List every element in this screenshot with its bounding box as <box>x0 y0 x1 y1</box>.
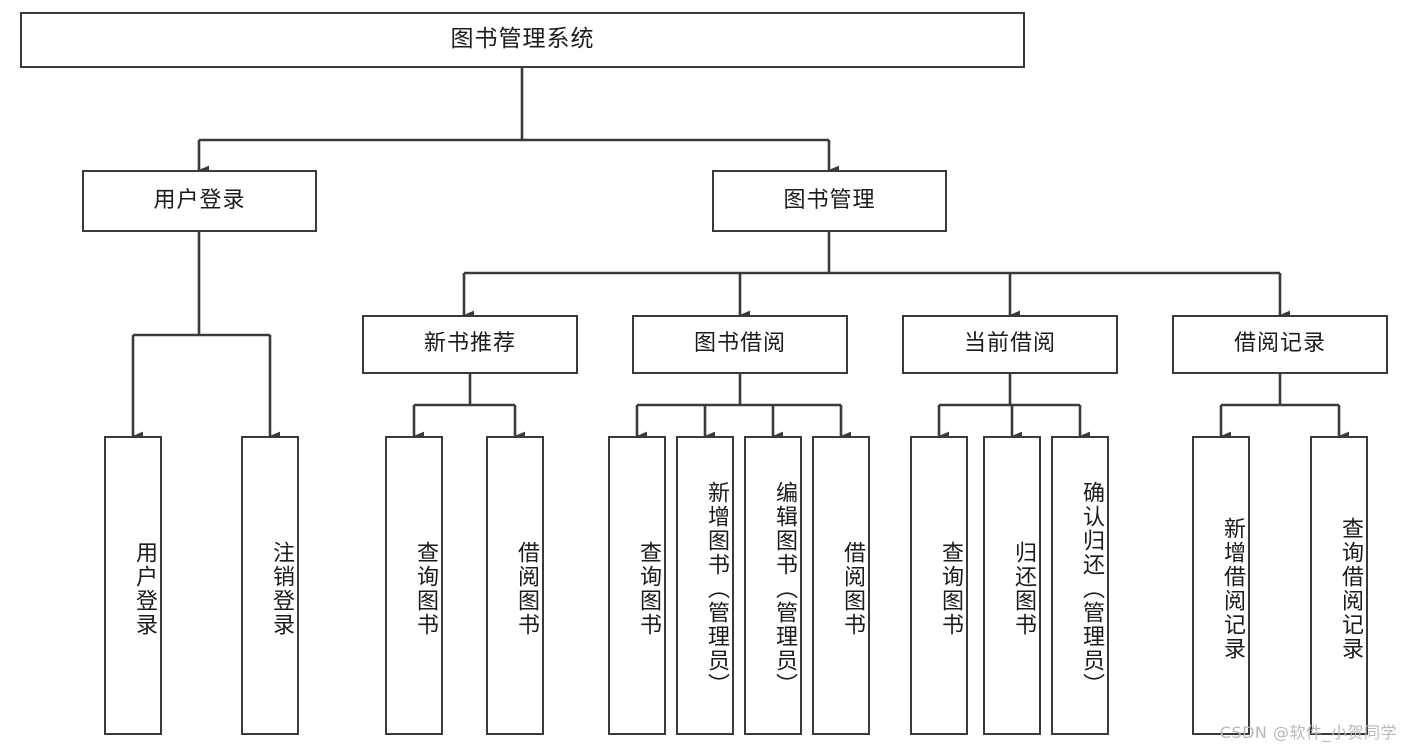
node-leaf-logout-login[interactable]: 注销登录 <box>241 436 299 735</box>
node-leaf-query-borrow-record[interactable]: 查询借阅记录 <box>1310 436 1368 735</box>
node-leaf-logout-login-label: 注销登录 <box>269 540 294 637</box>
node-leaf-query-book-2-label: 查询图书 <box>636 540 661 637</box>
node-book-borrow-label: 图书借阅 <box>693 331 786 357</box>
node-leaf-query-book-1-label: 查询图书 <box>413 540 438 637</box>
node-current-borrow-label: 当前借阅 <box>963 331 1056 357</box>
node-root-label: 图书管理系统 <box>450 26 595 53</box>
node-leaf-confirm-return[interactable]: 确认归还（管理员） <box>1051 436 1109 735</box>
node-leaf-return-book[interactable]: 归还图书 <box>983 436 1041 735</box>
node-leaf-borrow-book-1-label: 借阅图书 <box>514 540 539 637</box>
node-leaf-return-book-label: 归还图书 <box>1011 540 1036 637</box>
node-leaf-user-login[interactable]: 用户登录 <box>104 436 162 735</box>
node-root[interactable]: 图书管理系统 <box>20 12 1025 68</box>
node-leaf-add-book[interactable]: 新增图书（管理员） <box>676 436 734 735</box>
node-leaf-query-book-2[interactable]: 查询图书 <box>608 436 666 735</box>
node-leaf-borrow-book-1[interactable]: 借阅图书 <box>486 436 544 735</box>
node-leaf-add-borrow-record[interactable]: 新增借阅记录 <box>1192 436 1250 735</box>
node-leaf-add-borrow-record-label: 新增借阅记录 <box>1220 516 1245 661</box>
node-leaf-query-book-1[interactable]: 查询图书 <box>385 436 443 735</box>
node-leaf-borrow-book-2[interactable]: 借阅图书 <box>812 436 870 735</box>
node-book-manage-label: 图书管理 <box>783 187 876 213</box>
node-leaf-query-book-3[interactable]: 查询图书 <box>910 436 968 735</box>
node-leaf-borrow-book-2-label: 借阅图书 <box>840 540 865 637</box>
node-borrow-record-label: 借阅记录 <box>1233 331 1326 357</box>
watermark: CSDN @软件_小贺同学 <box>1219 723 1397 742</box>
node-leaf-query-borrow-record-label: 查询借阅记录 <box>1338 516 1363 661</box>
node-borrow-record[interactable]: 借阅记录 <box>1172 315 1388 374</box>
node-leaf-add-book-label: 新增图书（管理员） <box>704 480 729 697</box>
node-current-borrow[interactable]: 当前借阅 <box>902 315 1118 374</box>
node-leaf-confirm-return-label: 确认归还（管理员） <box>1079 480 1104 697</box>
node-leaf-edit-book-label: 编辑图书（管理员） <box>772 480 797 697</box>
node-leaf-user-login-label: 用户登录 <box>132 540 157 637</box>
node-leaf-query-book-3-label: 查询图书 <box>938 540 963 637</box>
node-user-login[interactable]: 用户登录 <box>82 170 317 232</box>
node-new-book-recommend[interactable]: 新书推荐 <box>362 315 578 374</box>
node-leaf-edit-book[interactable]: 编辑图书（管理员） <box>744 436 802 735</box>
node-book-borrow[interactable]: 图书借阅 <box>632 315 848 374</box>
node-new-book-recommend-label: 新书推荐 <box>423 331 516 357</box>
node-book-manage[interactable]: 图书管理 <box>712 170 947 232</box>
node-user-login-label: 用户登录 <box>153 187 246 213</box>
